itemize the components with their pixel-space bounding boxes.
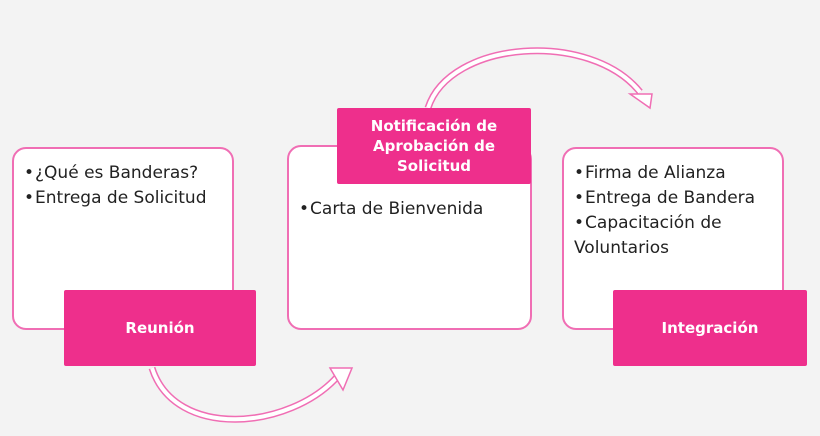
list-item: •Capacitación de Voluntarios [574,211,772,261]
curved-arrow-2-icon [424,47,643,110]
stage-items-notificacion: •Carta de Bienvenida [299,197,520,222]
stage-label-reunion: Reunión [64,290,256,366]
item-text: Capacitación de Voluntarios [574,213,722,258]
stage-items-reunion: •¿Qué es Banderas? •Entrega de Solicitud [24,161,222,211]
list-item: •¿Qué es Banderas? [24,161,222,186]
list-item: •Firma de Alianza [574,161,772,186]
curved-arrow-1-icon [148,366,341,423]
bullet: • [574,188,585,208]
list-item: •Entrega de Bandera [574,186,772,211]
bullet: • [24,163,35,183]
curved-arrow-1-inner [150,367,340,422]
list-item: •Entrega de Solicitud [24,186,222,211]
stage-items-integracion: •Firma de Alianza •Entrega de Bandera •C… [574,161,772,261]
bullet: • [574,213,585,233]
item-text: Firma de Alianza [585,163,726,183]
stage-label-notificacion: Notificación de Aprobación de Solicitud [337,108,531,184]
item-text: Carta de Bienvenida [310,199,484,219]
curved-arrow-2-head-icon [627,93,653,110]
item-text: ¿Qué es Banderas? [35,163,199,183]
bullet: • [24,188,35,208]
bullet: • [574,163,585,183]
item-text: Entrega de Bandera [585,188,756,208]
bullet: • [299,199,310,219]
curved-arrow-1-head-icon [328,367,354,392]
list-item: •Carta de Bienvenida [299,197,520,222]
item-text: Entrega de Solicitud [35,188,207,208]
stage-label-integracion: Integración [613,290,807,366]
curved-arrow-2-inner [426,48,642,109]
